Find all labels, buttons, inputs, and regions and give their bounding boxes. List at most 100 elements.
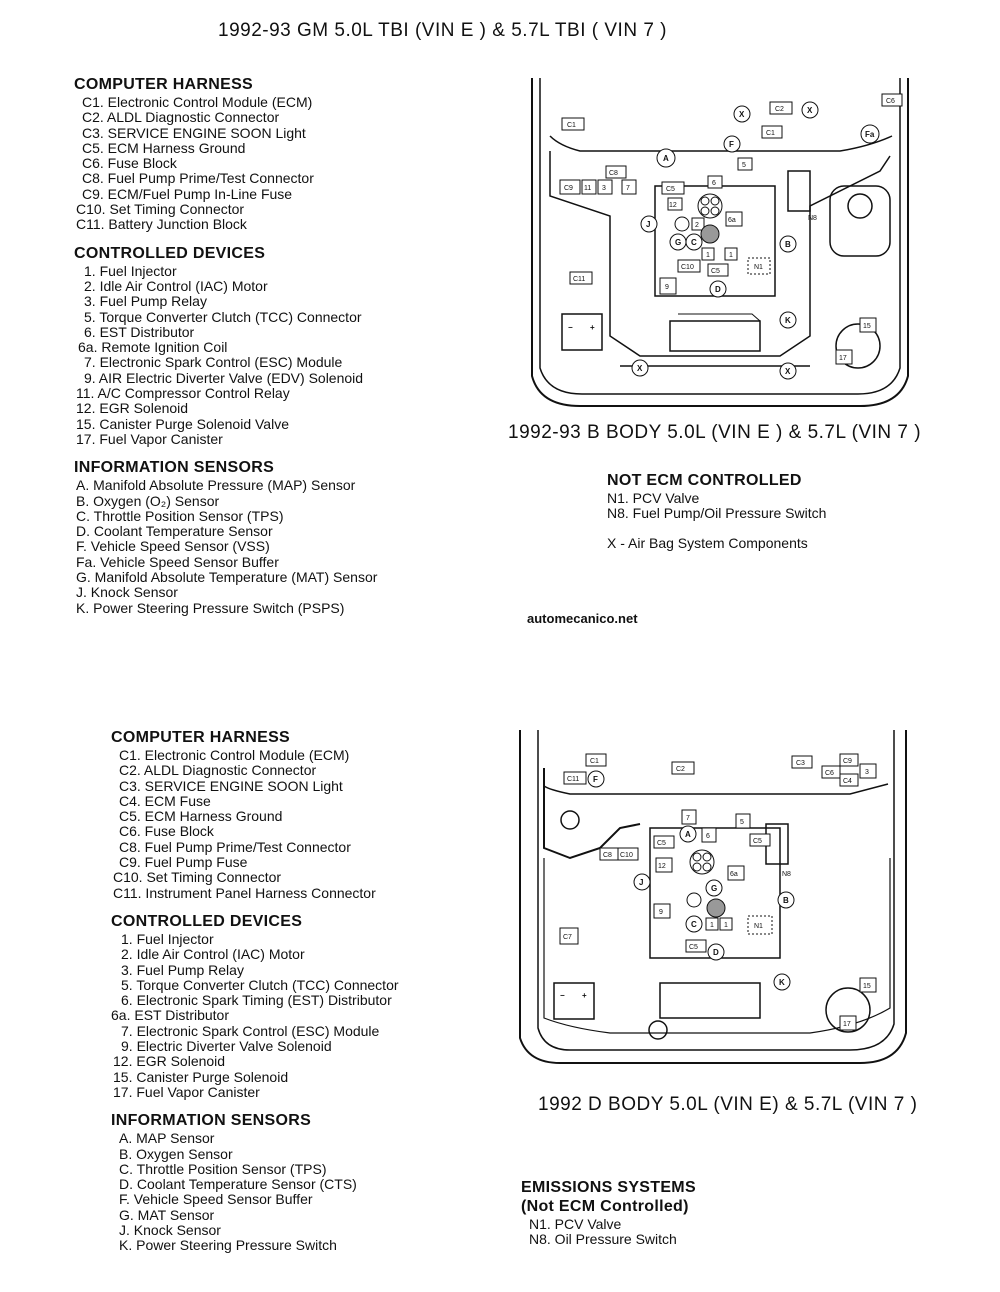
legend-item: C11. Instrument Panel Harness Connector bbox=[113, 884, 376, 901]
label-1: 1 bbox=[710, 922, 714, 929]
label-k: K bbox=[785, 316, 791, 325]
label-g: G bbox=[675, 238, 681, 247]
legend-item: A. MAP Sensor bbox=[119, 1130, 215, 1147]
legend-item: D. Coolant Temperature Sensor bbox=[76, 523, 273, 540]
label-a: A bbox=[685, 830, 691, 839]
legend-item: J. Knock Sensor bbox=[76, 584, 178, 601]
label-d: D bbox=[713, 948, 719, 957]
legend-item: G. MAT Sensor bbox=[119, 1206, 215, 1223]
top-not-ecm-controlled: NOT ECM CONTROLLED N1. PCV Valve N8. Fue… bbox=[607, 472, 826, 551]
label-7: 7 bbox=[686, 815, 690, 822]
label-a: A bbox=[663, 154, 669, 163]
label-b: B bbox=[783, 896, 789, 905]
label-c5: C5 bbox=[753, 838, 762, 845]
label-c10: C10 bbox=[681, 264, 694, 271]
label-j: J bbox=[639, 878, 643, 887]
label-k: K bbox=[779, 978, 785, 987]
label-j: J bbox=[646, 220, 650, 229]
label-x: X bbox=[739, 110, 745, 119]
label-6a: 6a bbox=[730, 871, 738, 878]
label-6: 6 bbox=[712, 180, 716, 187]
legend-item: C1. Electronic Control Module (ECM) bbox=[119, 747, 350, 763]
legend-item: 5. Torque Converter Clutch (TCC) Connect… bbox=[84, 308, 362, 325]
emissions-subheading: (Not ECM Controlled) bbox=[521, 1198, 689, 1215]
legend-item: C8. Fuel Pump Prime/Test Connector bbox=[119, 838, 351, 855]
legend-item: 7. Electronic Spark Control (ESC) Module bbox=[84, 354, 343, 371]
top-engine-diagram-svg: C6 C2 C1 X X X X C1 Fa F 5 A C8 C bbox=[531, 78, 909, 407]
label-c1: C1 bbox=[766, 130, 775, 137]
label-c7: C7 bbox=[563, 934, 572, 941]
legend-item: C6. Fuse Block bbox=[119, 823, 214, 840]
battery-minus: − bbox=[560, 991, 565, 1000]
legend-item: C2. ALDL Diagnostic Connector bbox=[82, 109, 280, 126]
legend-item: 1. Fuel Injector bbox=[121, 930, 214, 947]
legend-item: 5. Torque Converter Clutch (TCC) Connect… bbox=[121, 976, 399, 993]
airbag-note: X - Air Bag System Components bbox=[607, 534, 808, 551]
legend-item: 3. Fuel Pump Relay bbox=[84, 293, 207, 310]
bottom-controlled-devices: CONTROLLED DEVICES 1. Fuel Injector 2. I… bbox=[111, 913, 531, 1100]
label-c11: C11 bbox=[573, 276, 585, 283]
top-component-labels: C6 C2 C1 X X X X C1 Fa F 5 A C8 C bbox=[559, 93, 903, 380]
label-9: 9 bbox=[659, 909, 663, 916]
legend-item: C4. ECM Fuse bbox=[119, 792, 211, 809]
label-c3: C3 bbox=[796, 760, 805, 767]
legend-item: 6a. Remote Ignition Coil bbox=[78, 339, 228, 356]
label-c6: C6 bbox=[886, 98, 895, 105]
battery-plus: + bbox=[582, 991, 587, 1000]
label-c8: C8 bbox=[603, 852, 612, 859]
top-information-sensors: INFORMATION SENSORS A. Manifold Absolute… bbox=[74, 459, 494, 616]
legend-item: C8. Fuel Pump Prime/Test Connector bbox=[82, 170, 314, 187]
label-c9: C9 bbox=[564, 185, 573, 192]
label-c9: C9 bbox=[843, 758, 852, 765]
label-1: 1 bbox=[724, 922, 728, 929]
label-11: 11 bbox=[584, 185, 591, 192]
legend-item: B. Oxygen Sensor bbox=[119, 1145, 233, 1162]
label-c1: C1 bbox=[567, 122, 576, 129]
label-c6: C6 bbox=[825, 770, 834, 777]
label-b: B bbox=[785, 240, 791, 249]
label-x: X bbox=[785, 367, 791, 376]
legend-item: 12. EGR Solenoid bbox=[113, 1053, 226, 1070]
legend-item: C11. Battery Junction Block bbox=[76, 216, 247, 233]
label-3: 3 bbox=[865, 769, 869, 776]
website-credit: automecanico.net bbox=[527, 611, 638, 626]
top-legend: COMPUTER HARNESS C1. Electronic Control … bbox=[74, 76, 494, 628]
legend-item: G. Manifold Absolute Temperature (MAT) S… bbox=[76, 569, 378, 586]
bottom-controlled-devices-heading: CONTROLLED DEVICES bbox=[111, 912, 303, 930]
label-c11: C11 bbox=[567, 776, 579, 783]
battery-minus: − bbox=[568, 323, 573, 332]
label-d: D bbox=[715, 285, 721, 294]
legend-item: 7. Electronic Spark Control (ESC) Module bbox=[121, 1022, 380, 1039]
bottom-computer-harness-heading: COMPUTER HARNESS bbox=[111, 729, 291, 746]
legend-item: 6. Electronic Spark Timing (EST) Distrib… bbox=[121, 992, 392, 1009]
legend-item: J. Knock Sensor bbox=[119, 1222, 221, 1239]
bottom-legend: COMPUTER HARNESS C1. Electronic Control … bbox=[111, 729, 531, 1266]
legend-item: F. Vehicle Speed Sensor (VSS) bbox=[76, 538, 270, 555]
label-12: 12 bbox=[669, 202, 677, 209]
legend-item: 12. EGR Solenoid bbox=[76, 400, 189, 417]
legend-item: N1. PCV Valve bbox=[607, 490, 700, 506]
label-c: C bbox=[691, 920, 697, 929]
legend-item: 6a. EST Distributor bbox=[111, 1007, 230, 1024]
label-c5: C5 bbox=[711, 268, 720, 275]
bottom-engine-diagram-svg: C1 C2 C3 C9 C6 C4 3 C11 F 7 5 A 6 C5 C5 … bbox=[519, 730, 907, 1064]
legend-item: C6. Fuse Block bbox=[82, 155, 177, 172]
legend-item: 2. Idle Air Control (IAC) Motor bbox=[121, 946, 305, 963]
label-n8: N8 bbox=[782, 871, 791, 878]
label-5: 5 bbox=[742, 162, 746, 169]
not-ecm-heading: NOT ECM CONTROLLED bbox=[607, 472, 802, 489]
label-f: F bbox=[593, 775, 598, 784]
top-diagram-caption: 1992-93 B BODY 5.0L (VIN E ) & 5.7L (VIN… bbox=[508, 422, 922, 443]
legend-item: B. Oxygen (O₂) Sensor bbox=[76, 492, 220, 509]
label-c5: C5 bbox=[689, 944, 698, 951]
legend-item: 3. Fuel Pump Relay bbox=[121, 961, 244, 978]
label-15: 15 bbox=[863, 983, 871, 990]
legend-item: N8. Oil Pressure Switch bbox=[529, 1231, 677, 1248]
legend-item: C5. ECM Harness Ground bbox=[119, 808, 283, 825]
label-c1: C1 bbox=[590, 758, 599, 765]
legend-item: K. Power Steering Pressure Switch bbox=[119, 1237, 337, 1254]
emissions-heading: EMISSIONS SYSTEMS bbox=[521, 1179, 696, 1196]
label-5: 5 bbox=[740, 819, 744, 826]
bottom-computer-harness: COMPUTER HARNESS C1. Electronic Control … bbox=[111, 729, 531, 901]
label-9: 9 bbox=[665, 284, 669, 291]
